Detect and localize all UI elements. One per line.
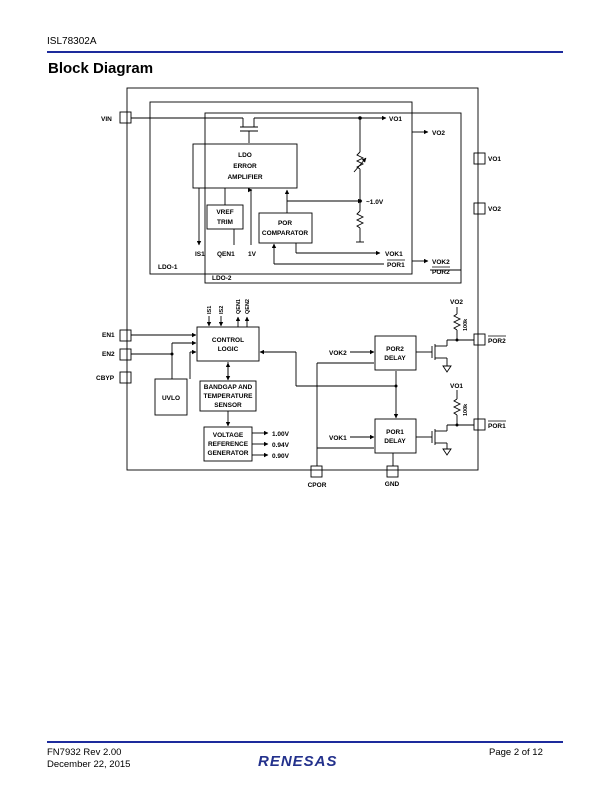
pin-label-en2: EN2 bbox=[102, 351, 115, 358]
signal-qen1: QEN1 bbox=[217, 251, 235, 258]
resistor-100k-por2: 100k bbox=[463, 318, 469, 331]
pin-vin bbox=[119, 111, 132, 124]
pin-en1 bbox=[119, 329, 132, 342]
chip-outline bbox=[126, 87, 479, 471]
ldo1-label: LDO-1 bbox=[158, 264, 178, 271]
uvlo-label: UVLO bbox=[162, 395, 180, 402]
signal-vok2: VOK2 bbox=[432, 259, 450, 266]
pin-label-cpor: CPOR bbox=[308, 482, 327, 489]
footer-date: December 22, 2015 bbox=[47, 759, 131, 770]
pullup-vo2: VO2 bbox=[450, 299, 463, 306]
vref-trim-line1: VREF bbox=[216, 209, 233, 216]
pin-label-por2: POR2 bbox=[488, 338, 506, 345]
pin-gnd bbox=[386, 465, 399, 478]
ldo2-label: LDO-2 bbox=[212, 275, 232, 282]
pin-label-vin: VIN bbox=[101, 116, 112, 123]
pin-label-por1: POR1 bbox=[488, 423, 506, 430]
pin-cbyp bbox=[119, 371, 132, 384]
ldo1-frame bbox=[149, 101, 413, 275]
footer-page: Page 2 of 12 bbox=[489, 747, 543, 758]
pin-label-en1: EN1 bbox=[102, 332, 115, 339]
pin-label-vo1: VO1 bbox=[488, 156, 501, 163]
pin-label-gnd: GND bbox=[385, 481, 400, 488]
por-comp-line1: POR bbox=[278, 220, 292, 227]
por2-delay-block bbox=[374, 335, 417, 371]
signal-vok1: VOK1 bbox=[385, 251, 403, 258]
pin-label-vo2: VO2 bbox=[488, 206, 501, 213]
header-part-number: ISL78302A bbox=[47, 36, 97, 47]
pullup-vo1: VO1 bbox=[450, 383, 463, 390]
vref-gen-line1: VOLTAGE bbox=[213, 432, 244, 439]
header-rule bbox=[47, 51, 563, 53]
signal-is1: IS1 bbox=[195, 251, 205, 258]
pin-por1 bbox=[473, 418, 486, 431]
signal-qen1-top: QEN1 bbox=[236, 299, 242, 314]
vref-gen-line2: REFERENCE bbox=[208, 441, 249, 448]
ldo-error-amplifier-block bbox=[192, 143, 298, 189]
pin-cpor bbox=[310, 465, 323, 478]
signal-0v90: 0.90V bbox=[272, 453, 290, 460]
por2-delay-line1: POR2 bbox=[386, 346, 404, 353]
signal-por2: POR2 bbox=[432, 269, 450, 276]
por-comparator-block bbox=[258, 212, 313, 244]
por2-delay-line2: DELAY bbox=[384, 355, 406, 362]
signal-vo2: VO2 bbox=[432, 130, 445, 137]
signal-vok2-in: VOK2 bbox=[329, 350, 347, 357]
signal-1v00: 1.00V bbox=[272, 431, 290, 438]
control-logic-line2: LOGIC bbox=[218, 346, 239, 353]
pin-por2 bbox=[473, 333, 486, 346]
signal-por1: POR1 bbox=[387, 262, 405, 269]
ldo-line3: AMPLIFIER bbox=[227, 174, 262, 181]
resistor-100k-por1: 100k bbox=[463, 403, 469, 416]
signal-is2-top: IS2 bbox=[219, 306, 225, 314]
pin-label-cbyp: CBYP bbox=[96, 375, 115, 382]
signal-0v94: 0.94V bbox=[272, 442, 290, 449]
por1-delay-block bbox=[374, 418, 417, 454]
signal-is1-top: IS1 bbox=[207, 306, 213, 314]
vref-trim-line2: TRIM bbox=[217, 219, 233, 226]
signal-1v: 1V bbox=[248, 251, 257, 258]
pin-vo2 bbox=[473, 202, 486, 215]
bandgap-line2: TEMPERATURE bbox=[204, 393, 254, 400]
ldo-line1: LDO bbox=[238, 152, 252, 159]
signal-qen2-top: QEN2 bbox=[245, 299, 251, 314]
por-comp-line2: COMPARATOR bbox=[262, 230, 309, 237]
uvlo-block bbox=[154, 378, 188, 416]
signal-vok1-in: VOK1 bbox=[329, 435, 347, 442]
footer-rule bbox=[47, 741, 563, 743]
section-title: Block Diagram bbox=[48, 60, 154, 77]
signal-1v0: ~1.0V bbox=[366, 199, 384, 206]
bandgap-line3: SENSOR bbox=[214, 402, 242, 409]
control-logic-block bbox=[196, 326, 260, 362]
pin-vo1 bbox=[473, 152, 486, 165]
footer-doc-number: FN7932 Rev 2.00 bbox=[47, 747, 122, 758]
ldo2-frame bbox=[204, 112, 462, 284]
renesas-logo-text: RENESAS bbox=[258, 753, 338, 770]
por1-delay-line1: POR1 bbox=[386, 429, 404, 436]
control-logic-line1: CONTROL bbox=[212, 337, 244, 344]
por1-delay-line2: DELAY bbox=[384, 438, 406, 445]
vref-gen-line3: GENERATOR bbox=[208, 450, 249, 457]
renesas-logo: RENESAS bbox=[246, 751, 351, 771]
bandgap-line1: BANDGAP AND bbox=[204, 384, 253, 391]
signal-vo1: VO1 bbox=[389, 116, 402, 123]
ldo-line2: ERROR bbox=[233, 163, 257, 170]
pin-en2 bbox=[119, 348, 132, 361]
